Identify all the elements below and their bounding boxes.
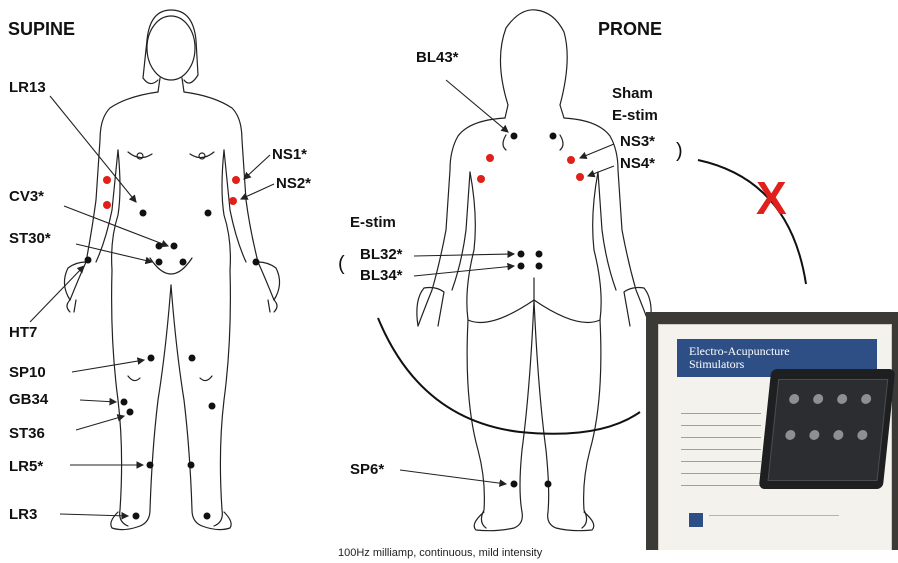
label-st30: ST30* bbox=[9, 230, 51, 247]
point-lr5-l bbox=[147, 462, 154, 469]
point-bl43-l bbox=[511, 133, 518, 140]
box-title: Electro-Acupuncture Stimulators bbox=[689, 345, 790, 371]
point-bl43-r bbox=[550, 133, 557, 140]
prone-labels: BL43* Sham E-stim NS3* NS4* ) E-stim ( B… bbox=[338, 49, 683, 484]
supine-labels: LR13 CV3* ST30* HT7 SP10 GB34 ST36 LR5* … bbox=[9, 79, 311, 523]
knob-icon bbox=[785, 430, 796, 440]
footnote: 100Hz milliamp, continuous, mild intensi… bbox=[338, 547, 543, 559]
point-bl34-l bbox=[518, 263, 525, 270]
label-sham-line1: Sham bbox=[612, 85, 653, 102]
label-bl32: BL32* bbox=[360, 246, 403, 263]
device-panel bbox=[768, 379, 889, 481]
sham-point-supine-l1 bbox=[103, 176, 111, 184]
bracket-ns: ) bbox=[676, 140, 683, 162]
knob-icon bbox=[809, 430, 820, 440]
prone-header: PRONE bbox=[598, 19, 662, 39]
point-st30-c bbox=[156, 259, 163, 266]
label-ns1: NS1* bbox=[272, 146, 307, 163]
box-option-line bbox=[681, 473, 761, 480]
supine-figure bbox=[64, 10, 279, 530]
supine-points bbox=[85, 176, 260, 520]
point-sp10-r bbox=[189, 355, 196, 362]
knob-icon bbox=[789, 394, 800, 404]
arrow-st36 bbox=[76, 416, 124, 430]
point-sp6-r bbox=[545, 481, 552, 488]
box-option-line bbox=[681, 425, 761, 432]
arrow-cv3 bbox=[64, 206, 168, 246]
sham-point-ns1 bbox=[232, 176, 240, 184]
label-bl34: BL34* bbox=[360, 267, 403, 284]
sham-arc bbox=[698, 160, 806, 284]
arrow-ns4 bbox=[588, 166, 614, 176]
label-st36: ST36 bbox=[9, 425, 45, 442]
supine-header: SUPINE bbox=[8, 19, 75, 39]
label-lr5: LR5* bbox=[9, 458, 43, 475]
box-option-line bbox=[681, 461, 761, 468]
arrow-bl43 bbox=[446, 80, 508, 132]
product-box: Electro-Acupuncture Stimulators bbox=[658, 324, 892, 550]
box-option-line bbox=[681, 485, 761, 492]
point-lr13-r bbox=[205, 210, 212, 217]
point-st36-l bbox=[127, 409, 134, 416]
knob-icon bbox=[837, 394, 848, 404]
point-cv3 bbox=[140, 210, 147, 217]
knob-icon bbox=[813, 394, 824, 404]
stimulator-device bbox=[759, 369, 896, 489]
label-ns3: NS3* bbox=[620, 133, 655, 150]
arrow-sp10 bbox=[72, 360, 144, 372]
point-sp10-l bbox=[148, 355, 155, 362]
label-ns2: NS2* bbox=[276, 175, 311, 192]
arrow-gb34 bbox=[80, 400, 116, 402]
point-bl34-r bbox=[536, 263, 543, 270]
arrow-ns1 bbox=[244, 155, 270, 179]
stimulator-photo: Electro-Acupuncture Stimulators bbox=[646, 312, 898, 550]
point-ht7-r bbox=[253, 259, 260, 266]
arrow-bl34 bbox=[414, 266, 514, 276]
sham-point-supine-l2 bbox=[103, 201, 111, 209]
point-st30-b bbox=[171, 243, 178, 250]
arrow-bl32 bbox=[414, 254, 514, 256]
box-option-line bbox=[681, 449, 761, 456]
bracket-bl: ( bbox=[338, 253, 345, 275]
arrow-sp6 bbox=[400, 470, 506, 484]
label-gb34: GB34 bbox=[9, 391, 49, 408]
knob-icon bbox=[861, 394, 872, 404]
sham-point-prone-l1 bbox=[486, 154, 494, 162]
sham-point-ns3 bbox=[567, 156, 575, 164]
point-lr5-r bbox=[188, 462, 195, 469]
arrow-ht7 bbox=[30, 266, 84, 322]
arrow-lr3 bbox=[60, 514, 128, 516]
sham-point-prone-l2 bbox=[477, 175, 485, 183]
point-lr3-l bbox=[133, 513, 140, 520]
point-bl32-l bbox=[518, 251, 525, 258]
arrow-lr13 bbox=[50, 96, 136, 202]
sham-point-ns4 bbox=[576, 173, 584, 181]
point-gb34-l bbox=[121, 399, 128, 406]
brand-logo-icon bbox=[689, 513, 703, 527]
label-bl43: BL43* bbox=[416, 49, 459, 66]
label-lr13: LR13 bbox=[9, 79, 46, 96]
label-sp10: SP10 bbox=[9, 364, 46, 381]
label-sp6: SP6* bbox=[350, 461, 384, 478]
label-ns4: NS4* bbox=[620, 155, 655, 172]
point-sp6-l bbox=[511, 481, 518, 488]
label-sham-line2: E-stim bbox=[612, 107, 658, 124]
knob-icon bbox=[857, 430, 868, 440]
arrow-ns3 bbox=[580, 144, 614, 158]
x-mark: X bbox=[756, 172, 787, 224]
point-lr3-r bbox=[204, 513, 211, 520]
point-st30-d bbox=[180, 259, 187, 266]
label-estim: E-stim bbox=[350, 214, 396, 231]
box-option-line bbox=[681, 413, 761, 420]
label-cv3: CV3* bbox=[9, 188, 44, 205]
point-ht7-l bbox=[85, 257, 92, 264]
label-lr3: LR3 bbox=[9, 506, 37, 523]
knob-icon bbox=[833, 430, 844, 440]
point-st36-r bbox=[209, 403, 216, 410]
box-footer-line bbox=[709, 515, 839, 526]
box-option-line bbox=[681, 437, 761, 444]
point-bl32-r bbox=[536, 251, 543, 258]
sham-point-ns2 bbox=[229, 197, 237, 205]
label-ht7: HT7 bbox=[9, 324, 37, 341]
